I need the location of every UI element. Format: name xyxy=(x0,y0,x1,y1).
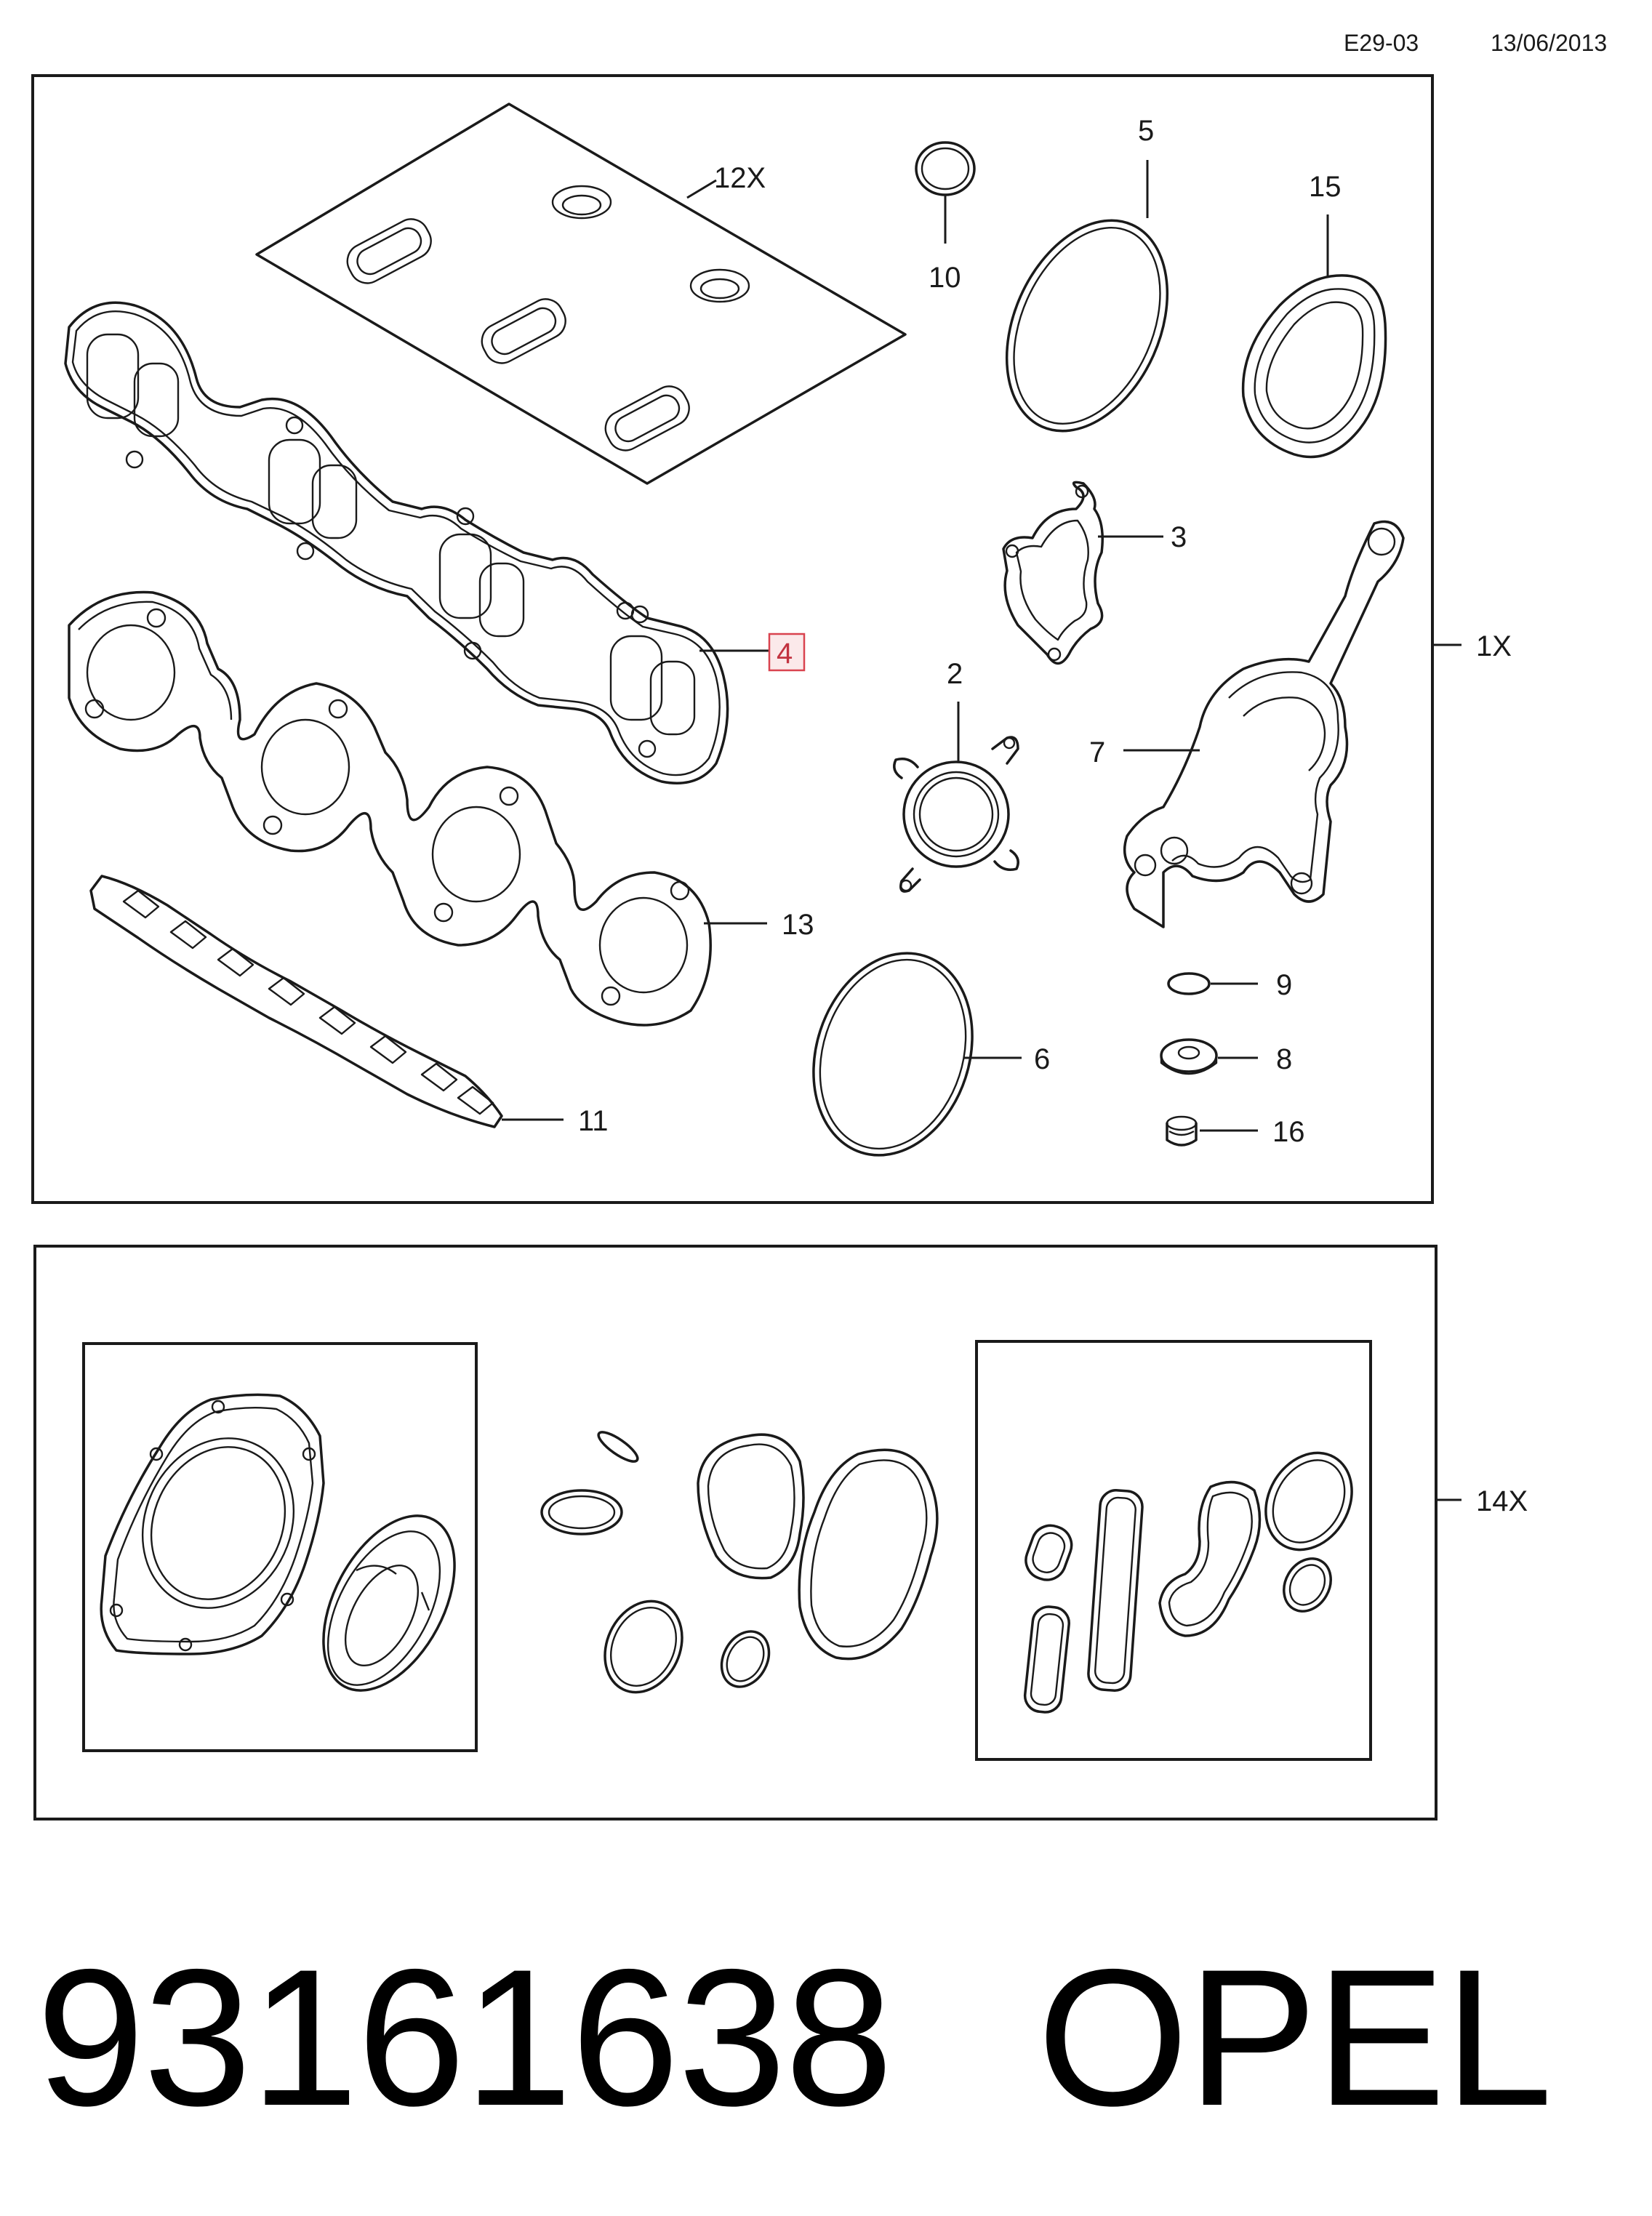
footer: 93161638 OPEL xyxy=(36,1928,1552,2146)
callout-8[interactable]: 8 xyxy=(1276,1043,1292,1075)
callout-15[interactable]: 15 xyxy=(1309,171,1342,203)
callout-14x[interactable]: 14X xyxy=(1476,1485,1528,1517)
callout-2[interactable]: 2 xyxy=(947,658,963,690)
seal-strip-11 xyxy=(89,875,503,1128)
vacuum-gasket-7 xyxy=(1123,520,1405,928)
callout-11[interactable]: 11 xyxy=(578,1105,609,1137)
callout-6[interactable]: 6 xyxy=(1034,1043,1050,1075)
manifold-gasket-4 xyxy=(64,301,729,784)
crank-seal-ring xyxy=(322,1514,456,1692)
exhaust-gasket-13 xyxy=(68,590,712,1027)
oil-cooler-seals xyxy=(1023,1451,1353,1714)
intake-seal-card xyxy=(255,103,907,485)
crank-seal-housing xyxy=(100,1393,325,1655)
o-ring-6 xyxy=(812,952,974,1157)
callout-1x[interactable]: 1X xyxy=(1476,630,1512,662)
diagram-code: E29-03 xyxy=(1344,30,1419,56)
callout-16[interactable]: 16 xyxy=(1272,1116,1305,1148)
brand-name: OPEL xyxy=(1037,1928,1552,2146)
o-ring-5 xyxy=(1005,219,1169,433)
callout-5[interactable]: 5 xyxy=(1138,115,1154,147)
gasket-3 xyxy=(1002,481,1104,665)
o-ring-9 xyxy=(1167,972,1211,995)
oil-cooler-seal-box xyxy=(975,1340,1372,1761)
part-number: 93161638 xyxy=(36,1928,893,2146)
callout-13[interactable]: 13 xyxy=(782,909,814,941)
washer-8 xyxy=(1160,1038,1218,1075)
callout-4[interactable]: 4 xyxy=(777,638,793,670)
diagram-date: 13/06/2013 xyxy=(1491,30,1607,56)
callout-3[interactable]: 3 xyxy=(1171,521,1187,553)
loose-seals xyxy=(540,1431,939,1694)
seal-15 xyxy=(1241,274,1387,459)
callout-10[interactable]: 10 xyxy=(929,262,961,294)
callout-7[interactable]: 7 xyxy=(1089,736,1105,768)
valve-seal-16 xyxy=(1166,1115,1198,1147)
frame-1x xyxy=(31,74,1434,1204)
frame-14x xyxy=(33,1245,1438,1820)
callout-12x[interactable]: 12X xyxy=(714,162,766,194)
callout-9[interactable]: 9 xyxy=(1276,969,1292,1001)
gasket-2 xyxy=(893,736,1019,893)
crank-seal-box xyxy=(82,1342,478,1752)
callout-4-highlight xyxy=(768,633,806,672)
o-ring-10 xyxy=(915,141,976,196)
